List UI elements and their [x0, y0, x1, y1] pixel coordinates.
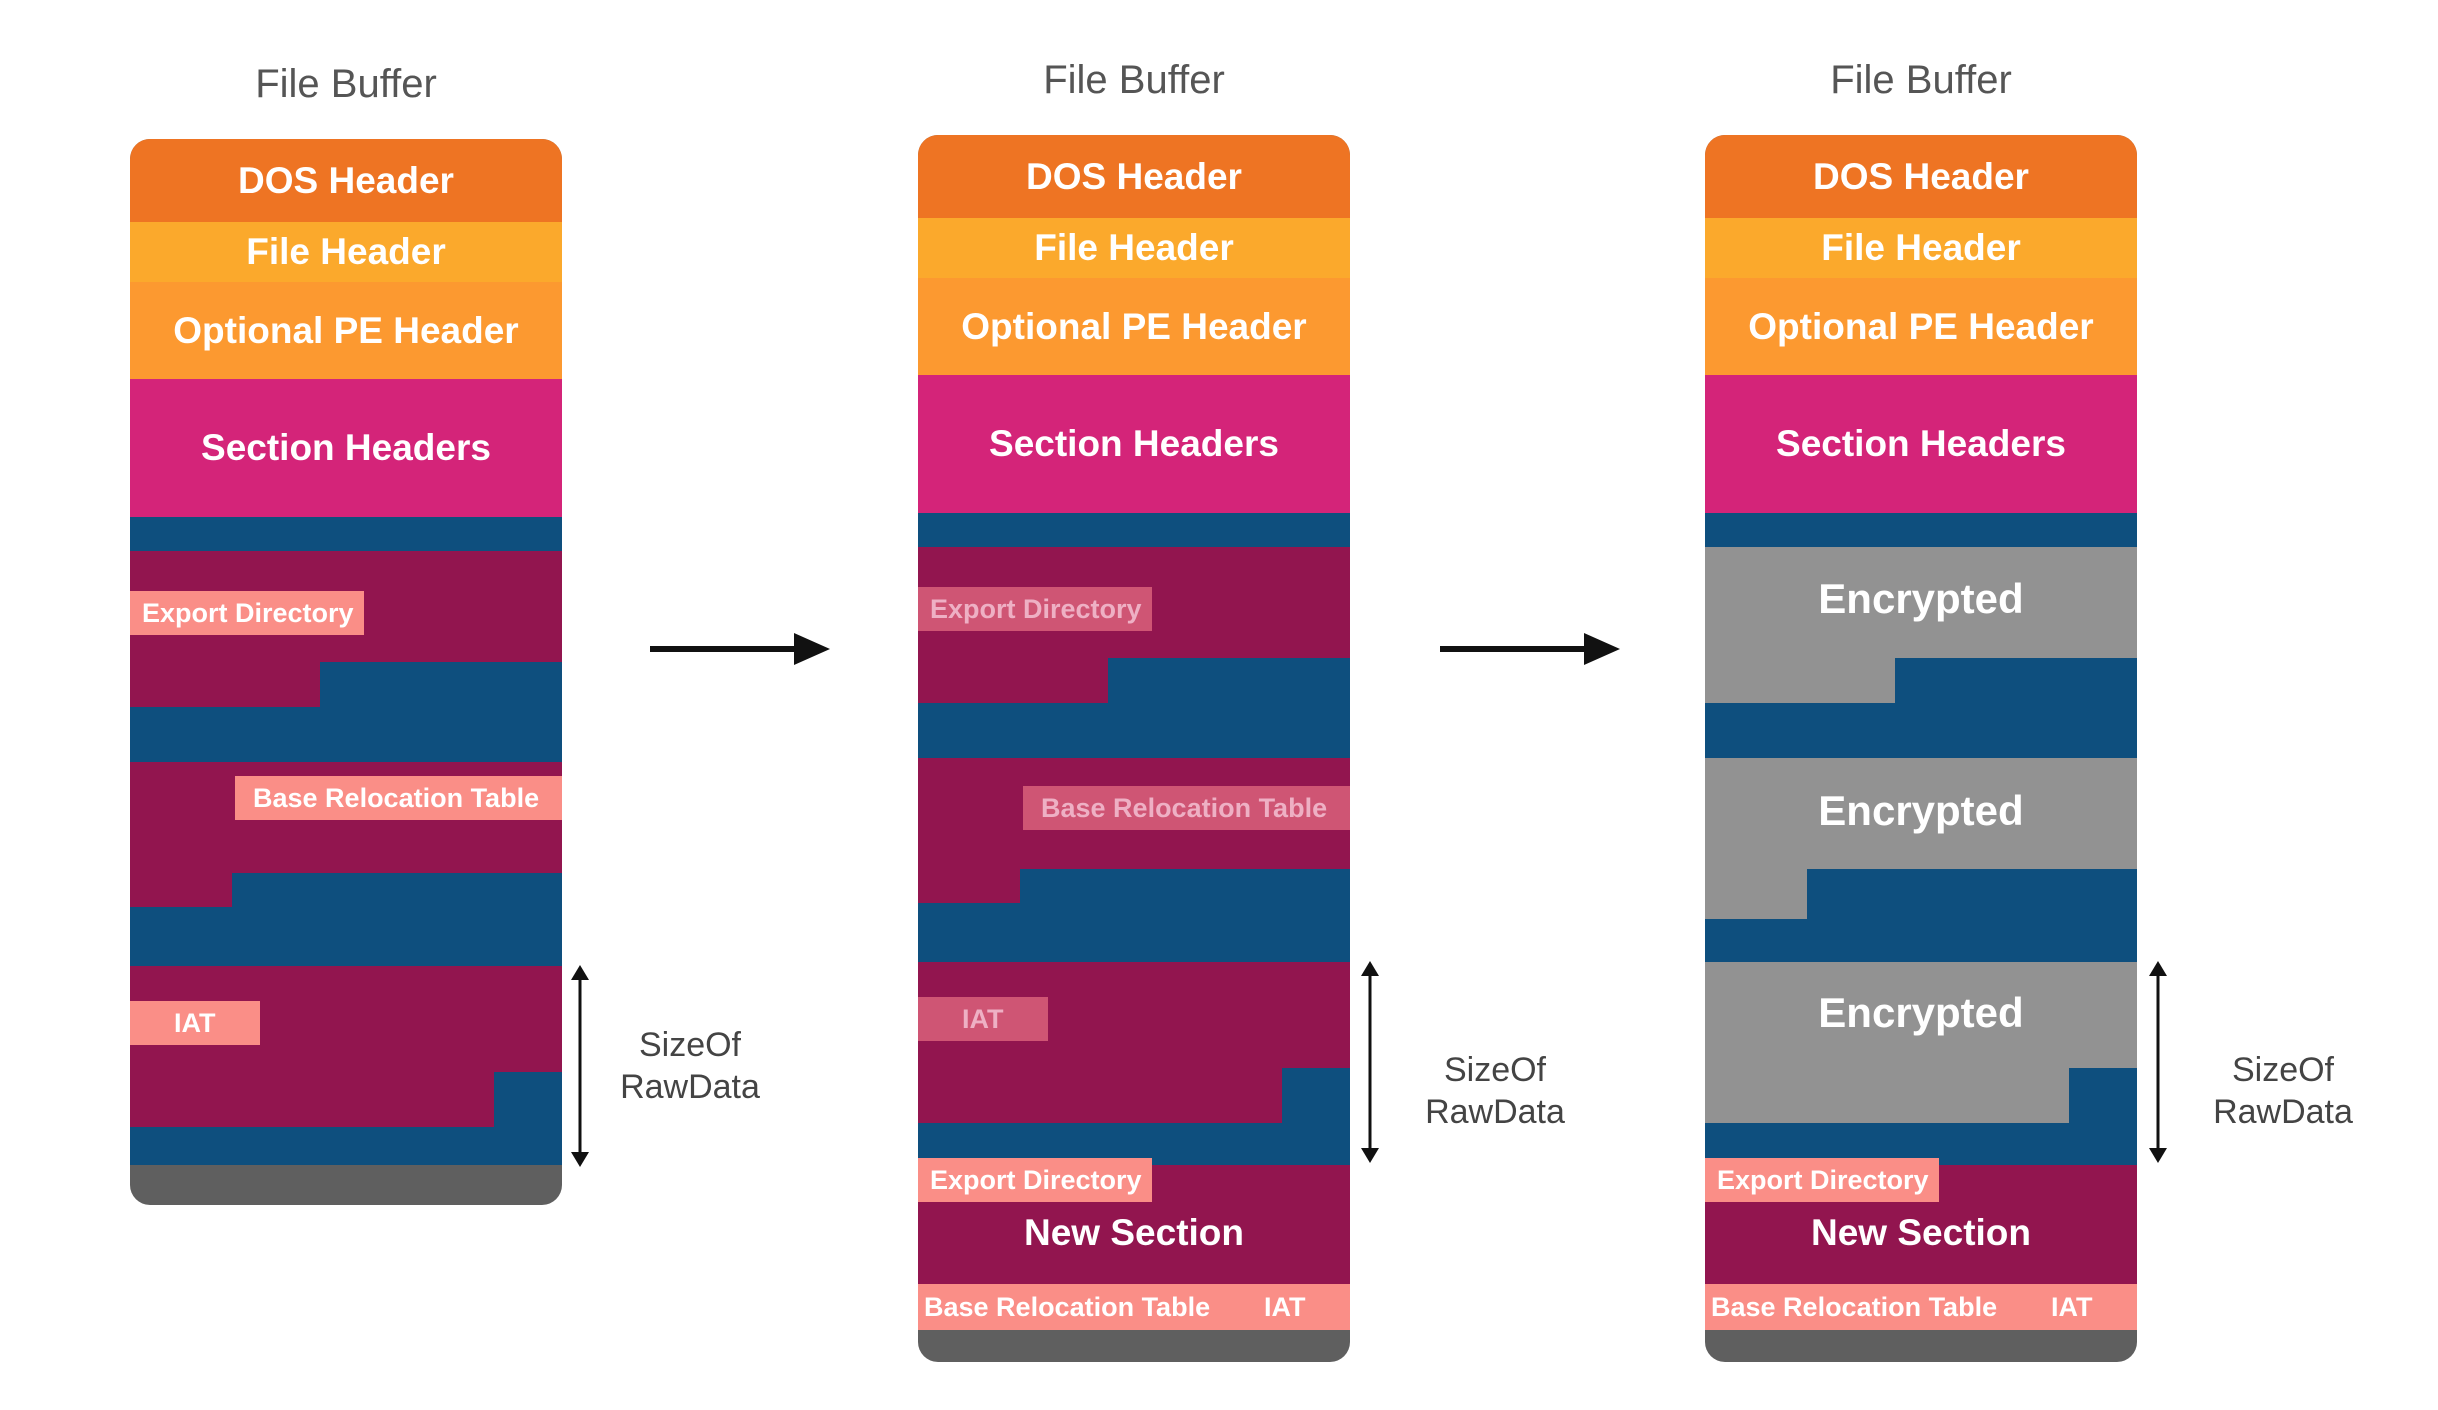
panel-1-title: File Buffer	[255, 62, 437, 106]
file-header: File Header	[1705, 218, 2137, 278]
file-header: File Header	[130, 222, 562, 282]
dim-line-2: RawData	[620, 1068, 760, 1106]
encrypted-label-1: Encrypted	[1818, 575, 2024, 622]
section-3-data-tail	[130, 1072, 494, 1127]
dim-line-1: SizeOf	[638, 1026, 742, 1064]
new-section-label: New Section	[1024, 1212, 1244, 1253]
export-directory-tag: Export Directory	[130, 591, 364, 635]
transition-arrow-1	[650, 633, 830, 665]
optional-pe-header: Optional PE Header	[1705, 278, 2137, 375]
dim-line-2: RawData	[2213, 1093, 2353, 1131]
encrypted-label-3: Encrypted	[1818, 989, 2024, 1036]
size-of-raw-data-arrow-3	[2149, 961, 2167, 1163]
encrypted-section-2-tail	[1705, 869, 1807, 919]
dim-line-2: RawData	[1425, 1093, 1565, 1131]
optional-pe-header: Optional PE Header	[130, 282, 562, 379]
panel-3-title: File Buffer	[1830, 58, 2012, 102]
new-section-label: New Section	[1811, 1212, 2031, 1253]
dim-line-1: SizeOf	[1443, 1051, 1547, 1089]
section-1-data-tail	[130, 662, 320, 707]
iat-tag-faded: IAT	[918, 997, 1048, 1041]
base-relocation-table-tag-faded: Base Relocation Table	[1023, 786, 1350, 830]
section-headers: Section Headers	[918, 375, 1350, 513]
size-of-raw-data-label-3: SizeOf RawData	[2183, 1049, 2383, 1133]
size-of-raw-data-arrow-2	[1361, 961, 1379, 1163]
panel-2-title: File Buffer	[1043, 58, 1225, 102]
encrypted-section-3	[1705, 962, 2137, 1068]
new-section-reloc-tag: Base Relocation Table	[1705, 1284, 2137, 1330]
encrypted-section-1	[1705, 547, 2137, 658]
base-relocation-table-tag: Base Relocation Table	[235, 776, 562, 820]
optional-pe-header: Optional PE Header	[918, 278, 1350, 375]
new-section-export-directory-tag: Export Directory	[918, 1158, 1152, 1202]
iat-tag: IAT	[130, 1001, 260, 1045]
section-2-data-tail	[918, 869, 1020, 903]
encrypted-section-2	[1705, 758, 2137, 869]
new-section-export-directory-tag: Export Directory	[1705, 1158, 1939, 1202]
new-section-iat-tag: IAT	[2051, 1292, 2093, 1322]
size-of-raw-data-label-2: SizeOf RawData	[1395, 1049, 1595, 1133]
section-headers: Section Headers	[130, 379, 562, 517]
new-section-iat-tag: IAT	[1264, 1292, 1306, 1322]
size-of-raw-data-label-1: SizeOf RawData	[590, 1024, 790, 1108]
encrypted-section-3-tail	[1705, 1068, 2069, 1123]
export-directory-tag-faded: Export Directory	[918, 587, 1152, 631]
dos-header: DOS Header	[918, 135, 1350, 218]
section-3-data-tail	[918, 1068, 1282, 1123]
encrypted-label-2: Encrypted	[1818, 787, 2024, 834]
dim-line-1: SizeOf	[2231, 1051, 2335, 1089]
file-buffer-3: DOS Header File Header Optional PE Heade…	[1705, 135, 2137, 1362]
size-of-raw-data-arrow-1	[571, 965, 589, 1167]
section-2-data-tail	[130, 873, 232, 907]
encrypted-section-1-tail	[1705, 658, 1895, 703]
file-buffer-2: DOS Header File Header Optional PE Heade…	[918, 135, 1350, 1362]
transition-arrow-2	[1440, 633, 1620, 665]
dos-header: DOS Header	[130, 139, 562, 222]
section-1-data-tail	[918, 658, 1108, 703]
dos-header: DOS Header	[1705, 135, 2137, 218]
section-headers: Section Headers	[1705, 375, 2137, 513]
file-header: File Header	[918, 218, 1350, 278]
file-buffer-1: DOS Header File Header Optional PE Heade…	[130, 139, 562, 1205]
new-section-reloc-tag: Base Relocation Table	[918, 1284, 1350, 1330]
